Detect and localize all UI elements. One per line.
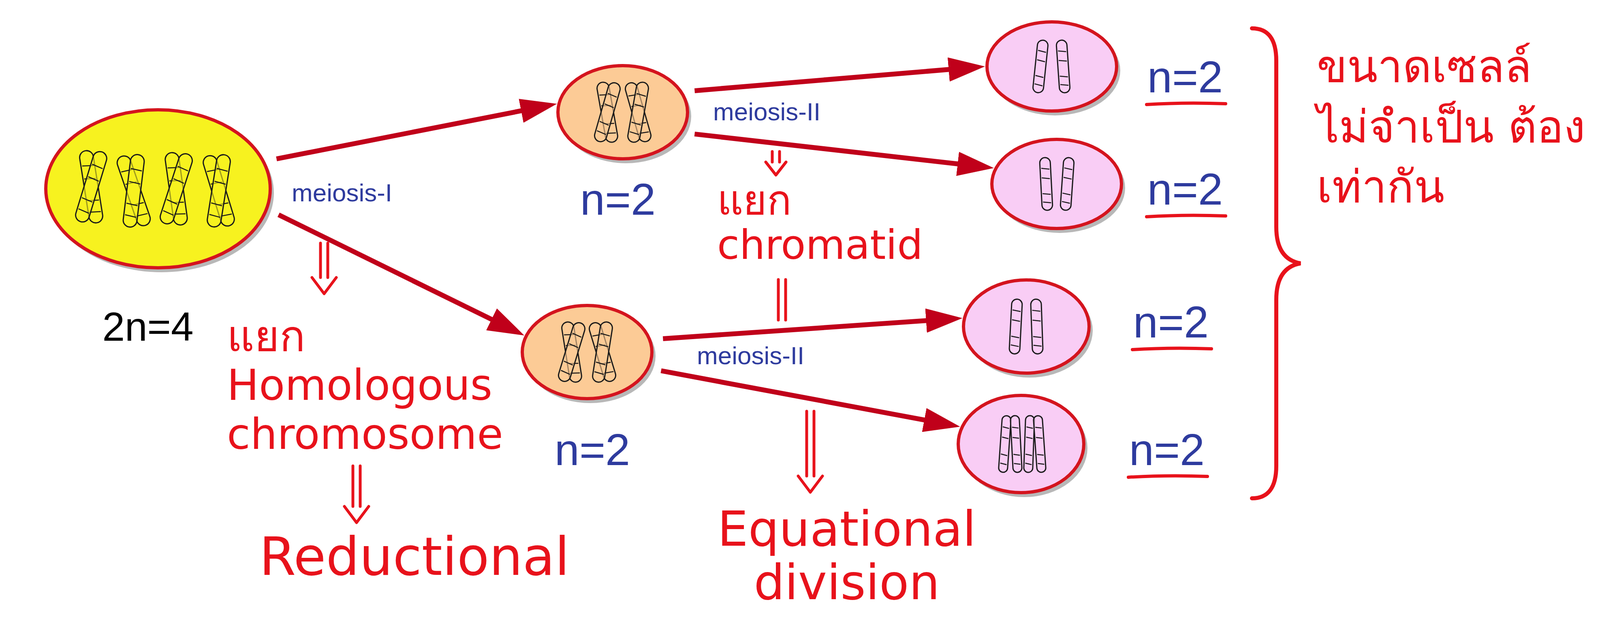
chromosome — [998, 415, 1012, 473]
chromosome — [158, 150, 195, 228]
underline — [1128, 475, 1208, 478]
curly-bracket — [1251, 28, 1301, 499]
ploidy-label: n=2 — [1147, 52, 1224, 102]
chromosome — [1055, 39, 1071, 93]
handwritten-note: ขนาดเซลล์ ไม่จำเป็น ต้องเท่ากัน — [1316, 36, 1593, 218]
chromosome — [556, 320, 587, 385]
chromosome — [623, 80, 653, 144]
division-arrow — [662, 318, 951, 339]
chromosome — [1039, 157, 1054, 211]
cell: n=2 — [989, 137, 1124, 231]
chromosome — [593, 80, 622, 144]
chromosome — [201, 152, 237, 229]
chromosome — [1032, 39, 1049, 94]
down-arrow — [344, 465, 369, 523]
cell-outline — [984, 19, 1119, 114]
cell: n=2 — [961, 277, 1092, 376]
handwritten-note: แยก chromatid — [717, 178, 969, 268]
chromosome — [1033, 415, 1047, 473]
cell: n=2 — [555, 63, 690, 161]
double-bar — [778, 279, 786, 321]
cell-outline — [520, 303, 654, 401]
division-arrow — [661, 370, 949, 425]
cell: 2n=4 — [43, 107, 273, 270]
cell-outline — [555, 63, 690, 161]
chromosome — [1059, 157, 1075, 211]
ploidy-label: n=2 — [1129, 425, 1205, 475]
cell: n=2 — [956, 393, 1086, 495]
division-arrow — [278, 214, 514, 331]
process-label: meiosis-II — [696, 341, 805, 370]
cell: n=2 — [984, 19, 1119, 114]
division-arrow — [694, 67, 973, 91]
chromosome — [1030, 299, 1044, 355]
chromosome — [1010, 415, 1022, 473]
ploidy-label: n=2 — [1133, 297, 1210, 347]
cell-outline — [961, 277, 1092, 376]
division-arrow — [276, 106, 545, 159]
chromosome — [1008, 299, 1023, 355]
process-label: meiosis-II — [713, 97, 821, 127]
handwritten-note: Reductional — [259, 526, 570, 588]
underline — [1132, 348, 1212, 350]
handwritten-note: Equational division — [664, 502, 1030, 610]
cell-outline — [989, 137, 1124, 231]
down-arrow — [765, 151, 787, 176]
process-label: meiosis-I — [291, 178, 393, 208]
ploidy-label: 2n=4 — [102, 304, 194, 349]
cell: n=2 — [520, 303, 654, 401]
ploidy-label: n=2 — [554, 425, 631, 475]
chromosome — [587, 320, 618, 385]
down-arrow — [798, 411, 823, 493]
underline — [1146, 102, 1226, 105]
chromosome — [1023, 415, 1035, 473]
chromosome — [73, 148, 109, 225]
chromosome — [115, 152, 153, 230]
division-arrow — [694, 134, 982, 167]
ploidy-label: n=2 — [580, 174, 656, 224]
handwritten-note: แยก Homologous chromosome — [226, 311, 535, 459]
cell-outline — [43, 107, 273, 270]
ploidy-label: n=2 — [1147, 164, 1224, 214]
underline — [1146, 215, 1226, 217]
cell-outline — [956, 393, 1086, 495]
down-arrow — [311, 243, 337, 294]
